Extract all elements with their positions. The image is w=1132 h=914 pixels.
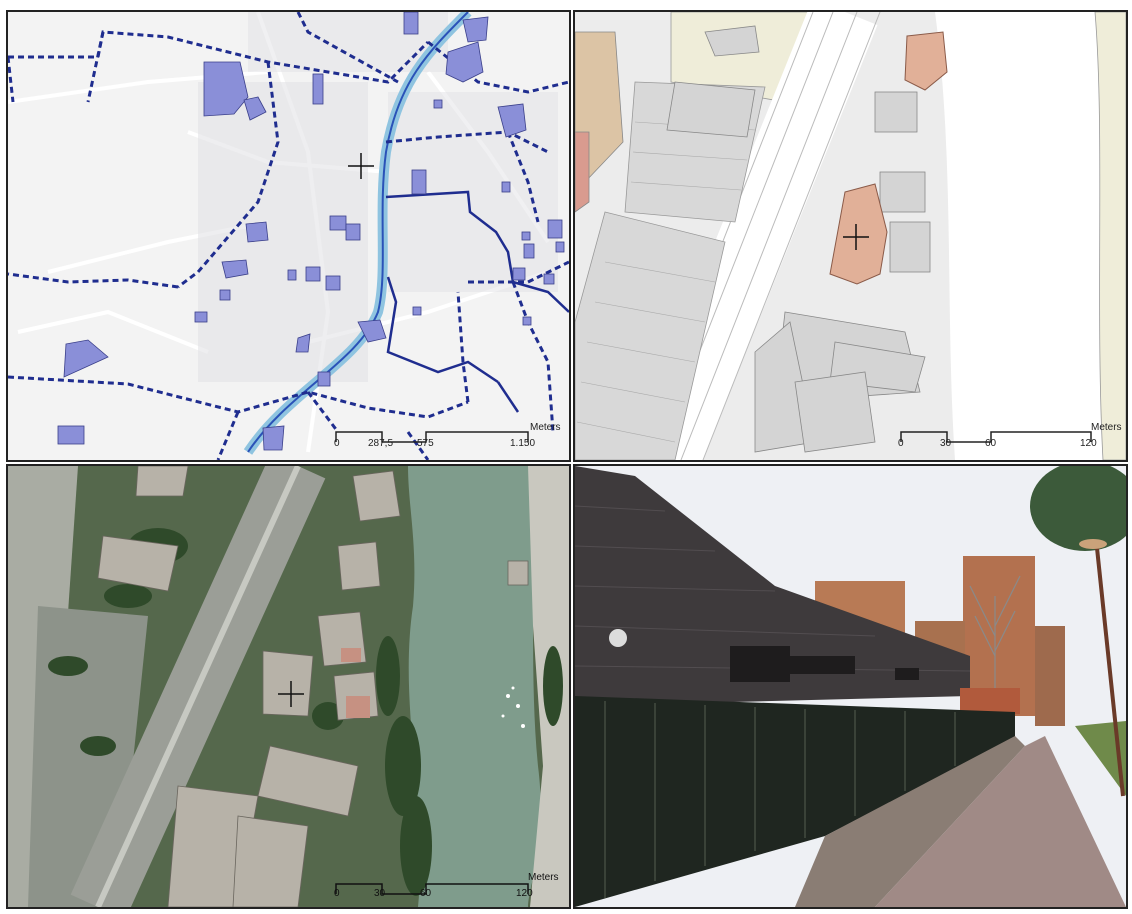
far-tower <box>1035 626 1065 726</box>
scale-tick: 60 <box>985 438 997 449</box>
scale-tick: 60 <box>420 888 432 899</box>
overview-map-canvas <box>8 12 569 460</box>
overview-map-panel[interactable]: Meters 0 287,5 575 1.150 <box>6 10 571 462</box>
scale-tick: 120 <box>516 888 533 899</box>
pavement <box>875 736 1126 907</box>
location-crosshair <box>843 224 869 250</box>
scale-tick: 30 <box>374 888 386 899</box>
facade <box>575 466 970 706</box>
scalebar: Meters 0 287,5 575 1.150 <box>8 418 569 458</box>
pine-tree <box>1030 466 1126 551</box>
scale-tick: 287,5 <box>368 438 394 449</box>
scale-unit: Meters <box>1091 422 1122 433</box>
scalebar-graphic <box>900 431 1092 443</box>
scale-unit: Meters <box>530 422 561 433</box>
scalebar: Meters 0 30 60 120 <box>8 868 569 907</box>
low-wall <box>795 736 1025 907</box>
bare-tree <box>969 575 1021 706</box>
street-photo-canvas <box>575 466 1126 907</box>
scalebar-graphic <box>335 883 529 895</box>
scale-tick: 1.150 <box>510 438 536 449</box>
lamp-head <box>1079 539 1107 549</box>
river-area <box>935 12 1126 460</box>
location-crosshair <box>348 153 374 179</box>
public-buildings <box>57 12 565 451</box>
scale-tick: 0 <box>898 438 904 449</box>
location-crosshair <box>278 681 304 707</box>
scale-tick: 0 <box>334 438 340 449</box>
scale-tick: 120 <box>1080 438 1097 449</box>
right-parcel <box>1094 12 1126 460</box>
scale-tick: 0 <box>334 888 340 899</box>
cadastral-map-panel[interactable]: Meters 0 30 60 120 <box>573 10 1128 462</box>
buildings <box>666 25 931 453</box>
road-median <box>95 466 301 907</box>
aerial-photo-panel[interactable]: Meters 0 30 60 120 <box>6 464 571 909</box>
fence-bars <box>604 701 956 898</box>
scalebar-graphic <box>335 431 529 443</box>
highlighted-buildings <box>829 31 948 285</box>
pavilion <box>960 688 1020 714</box>
facade-windows <box>730 646 919 682</box>
main-road <box>632 12 878 460</box>
scale-tick: 30 <box>940 438 952 449</box>
scalebar: Meters 0 30 60 120 <box>575 418 1126 458</box>
grass <box>1075 721 1126 796</box>
river <box>408 466 541 907</box>
boats <box>501 686 525 728</box>
red-roofs <box>341 648 370 718</box>
wall-light <box>609 629 627 647</box>
river-boundary <box>247 12 469 453</box>
scale-tick: 575 <box>417 438 434 449</box>
cadastral-map-canvas <box>575 12 1126 460</box>
scale-unit: Meters <box>528 872 559 883</box>
aerial-photo-canvas <box>8 466 569 907</box>
street-photo-panel[interactable] <box>573 464 1128 909</box>
lamp-post <box>1095 547 1125 797</box>
solid-boundaries <box>385 190 569 413</box>
left-parcel-red <box>575 131 590 213</box>
